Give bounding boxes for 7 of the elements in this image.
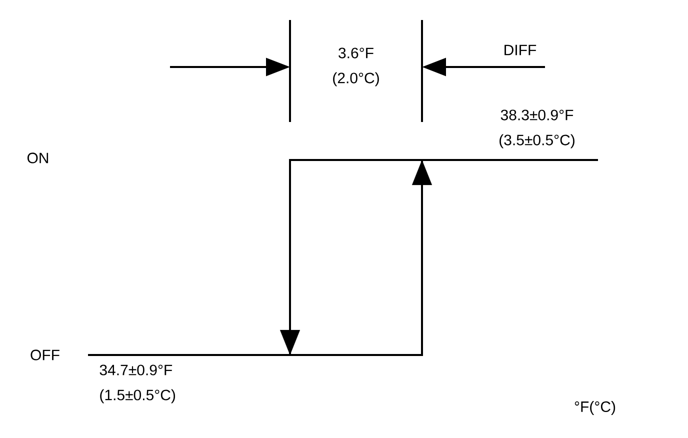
dimension-value: 3.6°F (2.0°C) bbox=[333, 48, 379, 86]
dimension-label: DIFF bbox=[504, 44, 536, 56]
state-label: OFF bbox=[30, 350, 60, 360]
setpoint-value: 34.7±0.9°F (1.5±0.5°C) bbox=[100, 364, 176, 404]
state-label: ON bbox=[27, 152, 48, 164]
unit-label: °F(°C) bbox=[574, 401, 616, 415]
setpoint-value: 38.3±0.9°F (3.5±0.5°C) bbox=[500, 110, 574, 148]
